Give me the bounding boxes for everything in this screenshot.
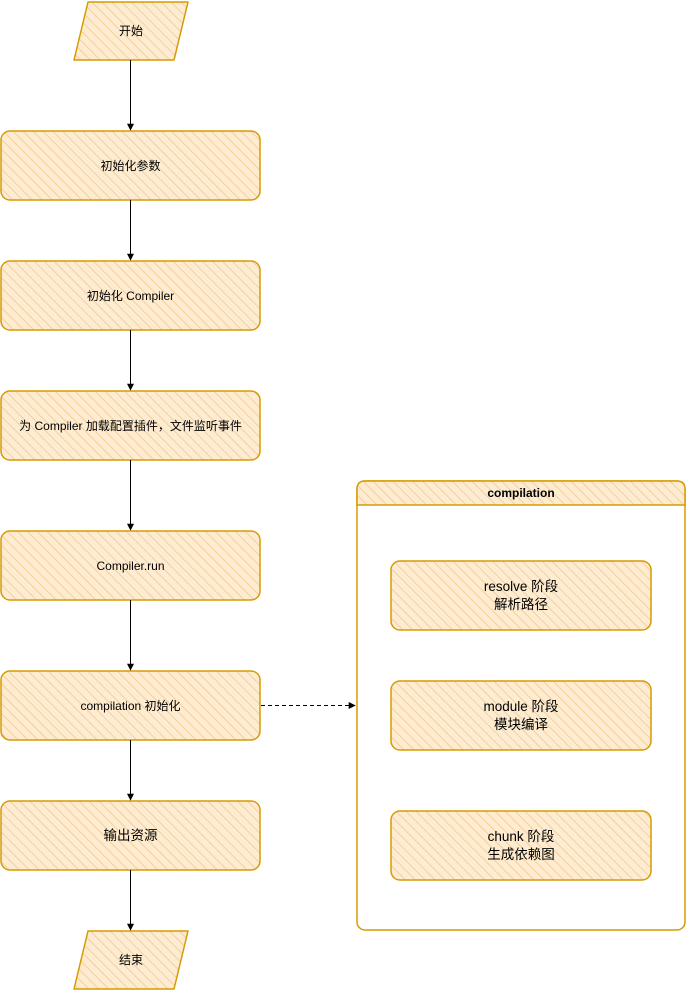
compilation-title: compilation (487, 486, 555, 500)
init-params-label: 初始化参数 (100, 158, 161, 173)
start-label: 开始 (118, 24, 143, 38)
chunk-stage-label: chunk 阶段 生成依赖图 (391, 811, 651, 880)
module-stage-node[interactable] (390, 680, 652, 751)
init-compiler-label: 初始化 Compiler (86, 288, 175, 303)
end-node[interactable] (73, 930, 189, 990)
chunk-stage-node[interactable] (390, 810, 652, 881)
chunk-stage-name: chunk 阶段 (487, 828, 555, 844)
load-plugins-label: 为 Compiler 加载配置插件，文件监听事件 (19, 418, 242, 433)
resolve-stage-name: resolve 阶段 (483, 578, 559, 594)
chunk-stage-desc: 生成依赖图 (487, 846, 555, 862)
resolve-stage-desc: 解析路径 (494, 596, 548, 612)
end-label: 结束 (118, 953, 143, 967)
module-stage-label: module 阶段 模块编译 (391, 681, 651, 750)
resolve-stage-node[interactable] (390, 560, 652, 631)
module-stage-name: module 阶段 (483, 698, 559, 714)
output-assets-label: 输出资源 (103, 827, 158, 843)
compilation-init-label: compilation 初始化 (80, 698, 181, 713)
start-node[interactable] (73, 1, 189, 61)
resolve-stage-label: resolve 阶段 解析路径 (391, 561, 651, 630)
module-stage-desc: 模块编译 (494, 716, 548, 732)
compiler-run-label: Compiler.run (96, 558, 165, 573)
flow-connectors (127, 60, 356, 931)
